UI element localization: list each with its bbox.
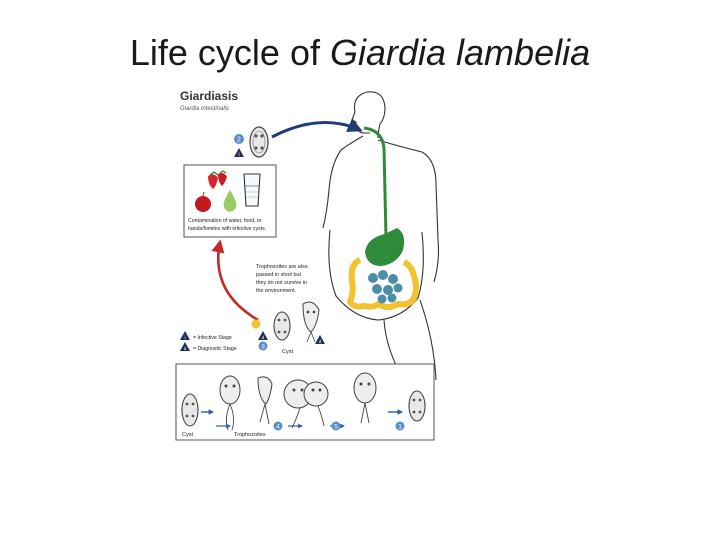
excystation-panel: Cyst Trophozoites 4 5 1	[175, 363, 435, 441]
apple-icon	[195, 196, 211, 212]
troph-note-line3: they do not survive in	[256, 280, 307, 286]
step-4-number: 4	[276, 424, 280, 431]
cyst-bottom-icon	[181, 393, 199, 427]
excysting-organism-icon	[219, 375, 241, 431]
infective-marker-top-letter: i	[238, 152, 239, 158]
legend: i = Infective Stage d = Diagnostic Stage	[180, 331, 237, 352]
shed-trophozoite-icon	[302, 301, 320, 343]
diagnostic-marker-right: d	[315, 335, 325, 344]
troph-note-line1: Trophozoites are also	[256, 264, 308, 270]
shed-cyst-icon	[273, 311, 291, 341]
step-5-badge: 5	[331, 421, 341, 431]
cyst-ingested-icon	[249, 126, 269, 158]
contaminated-food-water-panel: Contamination of water, food, or hands/f…	[183, 164, 277, 238]
stomach	[365, 228, 405, 266]
legend-diagnostic-label: = Diagnostic Stage	[193, 346, 237, 352]
cyst-label-mid: Cyst	[282, 349, 293, 355]
food-caption-line2: hands/fomites with infective cysts.	[188, 226, 266, 232]
pear-icon	[223, 190, 237, 212]
small-intestine	[368, 270, 403, 304]
step-2-badge: 2	[234, 134, 244, 144]
trophozoite-note: Trophozoites are also passed in stool bu…	[256, 264, 308, 294]
ingestion-arrow	[271, 118, 363, 139]
dividing-trophozoite-icon-1	[257, 376, 273, 425]
title-italic: Giardia lambelia	[329, 32, 591, 73]
slide-title: Life cycle of Giardia lambelia	[0, 32, 720, 74]
legend-diagnostic-marker: d	[184, 346, 187, 351]
strawberry-icon-2	[218, 173, 227, 186]
yellow-dot-marker	[251, 319, 261, 329]
diagram-heading: Giardiasis	[180, 89, 238, 103]
food-caption-line1: Contamination of water, food, or	[188, 218, 262, 224]
diagnostic-marker-mid-letter: d	[262, 335, 265, 340]
step-3-mid-number: 3	[261, 344, 265, 351]
encysted-cyst-icon	[408, 390, 426, 422]
return-arrow	[211, 239, 259, 322]
diagnostic-marker-right-letter: d	[319, 339, 322, 344]
giardia-life-cycle-diagram: Giardiasis Giardia intestinalis 2 i	[175, 89, 440, 441]
step-3-badge-mid: 3	[258, 341, 268, 351]
title-plain: Life cycle of	[129, 32, 330, 73]
dividing-trophozoite-icon-2	[283, 379, 329, 429]
diagram-subheading: Giardia intestinalis	[180, 106, 229, 112]
trophozoite-icon-right	[353, 372, 377, 424]
step-5-number: 5	[334, 424, 338, 431]
large-intestine	[347, 257, 419, 310]
cyst-label-bottom: Cyst	[182, 432, 193, 438]
step-2-number: 2	[237, 137, 241, 144]
infective-marker-top: i	[234, 148, 244, 158]
diagnostic-marker-mid: d	[258, 331, 268, 340]
step-1-badge: 1	[395, 421, 405, 431]
troph-note-line2: passed in stool but	[256, 272, 301, 278]
water-glass-icon	[243, 173, 261, 207]
strawberry-icon	[208, 174, 218, 189]
legend-infective-marker: i	[184, 335, 185, 340]
step-1-number: 1	[398, 424, 402, 431]
trophozoites-label: Trophozoites	[234, 432, 266, 438]
legend-infective-label: = Infective Stage	[193, 335, 232, 341]
troph-note-line4: the environment.	[256, 288, 296, 294]
esophagus	[363, 126, 388, 239]
step-4-badge: 4	[273, 421, 283, 431]
